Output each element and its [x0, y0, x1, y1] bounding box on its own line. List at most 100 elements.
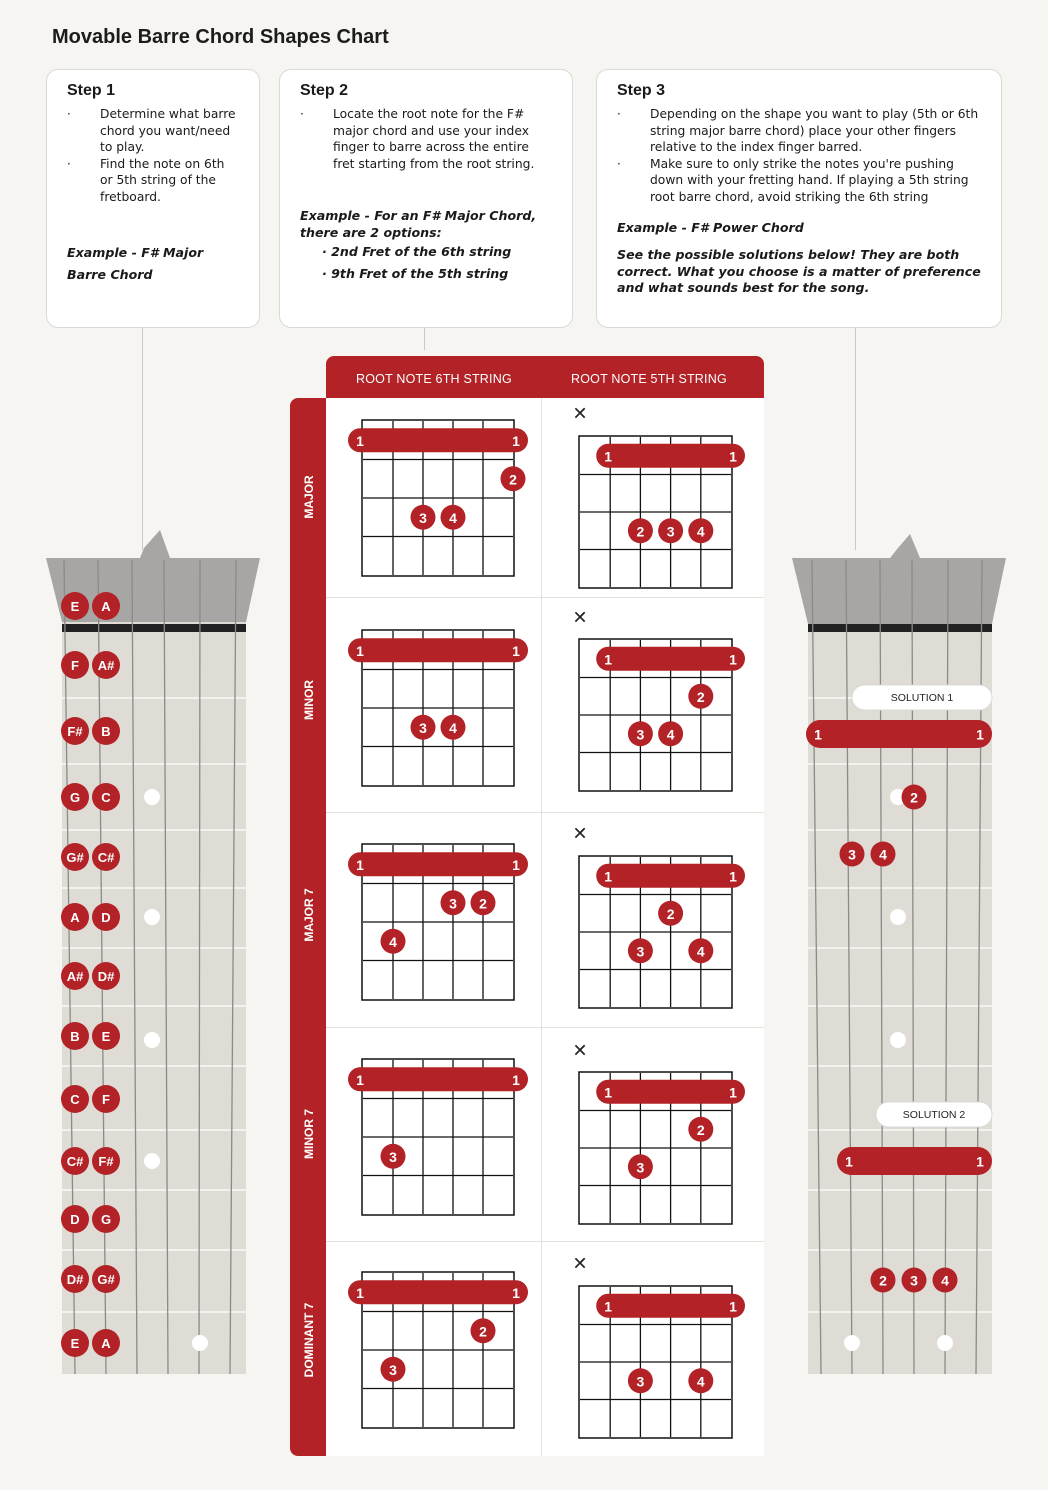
note-dot	[92, 717, 120, 745]
barre-bar	[348, 638, 528, 663]
fret-marker	[844, 1335, 860, 1351]
finger-dot	[658, 518, 684, 544]
finger-number: 4	[449, 720, 457, 736]
note-name: C#	[98, 850, 115, 865]
note-name: D#	[98, 969, 115, 984]
step-2-example-line: there are 2 options:	[300, 224, 442, 240]
guitar-string	[198, 559, 201, 1375]
note-name: G	[101, 1212, 111, 1227]
chord-grid-5th	[578, 1285, 733, 1439]
note-name: D	[101, 910, 110, 925]
step-1-card: Step 1 Determine what barre chord you wa…	[46, 69, 260, 328]
chord-grid-6th	[361, 419, 515, 577]
chord-grid-5th	[578, 435, 733, 589]
finger-number: 4	[449, 510, 457, 526]
barre-bar	[806, 720, 992, 748]
column-divider	[541, 398, 542, 1456]
barre-number: 1	[814, 727, 822, 743]
step-3-heading: Step 3	[617, 82, 666, 99]
guitar-string	[131, 559, 138, 1375]
note-dot	[61, 843, 89, 871]
finger-number: 2	[910, 790, 918, 806]
barre-number: 1	[729, 651, 737, 667]
finger-number: 4	[667, 726, 675, 742]
finger-number: 2	[509, 471, 517, 487]
note-name: A	[101, 1336, 111, 1351]
chord-chart-panel	[326, 398, 764, 1456]
nut-right	[808, 624, 992, 632]
headstock-right	[792, 534, 1006, 624]
barre-bar	[348, 428, 528, 453]
step-2-bullets: Locate the root note for the F# major ch…	[300, 106, 552, 172]
finger-number: 3	[637, 943, 645, 959]
step-1-bullet: Determine what barre chord you want/need…	[67, 106, 239, 156]
fret-marker	[144, 789, 160, 805]
finger-dot	[627, 938, 653, 964]
barre-bar	[596, 443, 745, 468]
step-2-heading: Step 2	[300, 82, 349, 99]
muted-string-icon: ✕	[572, 824, 587, 845]
chord-grid-6th	[361, 843, 515, 1001]
finger-number: 3	[389, 1362, 397, 1378]
guitar-string	[229, 559, 237, 1375]
fretboard-left	[62, 622, 246, 1374]
finger-dot	[839, 841, 865, 867]
note-dot	[92, 962, 120, 990]
chord-grid-5th	[578, 1071, 733, 1225]
barre-bar	[596, 646, 745, 671]
note-dot	[61, 1205, 89, 1233]
barre-bar	[348, 1067, 528, 1092]
step-1-example: Example - F# Major Barre Chord	[67, 242, 239, 286]
barre-number: 1	[729, 448, 737, 464]
finger-dot	[380, 1143, 406, 1169]
note-dot	[92, 1147, 120, 1175]
solution-2-pill	[875, 1101, 993, 1128]
finger-number: 3	[419, 510, 427, 526]
chord-type-bar	[290, 398, 326, 1456]
note-dot	[92, 651, 120, 679]
note-name: A#	[67, 969, 84, 984]
solution-1-label: SOLUTION 1	[891, 692, 954, 704]
barre-number: 1	[512, 1072, 520, 1088]
note-dot	[61, 651, 89, 679]
solution-1-pill	[851, 684, 993, 711]
barre-number: 1	[729, 1084, 737, 1100]
step-3-note: See the possible solutions below! They a…	[617, 247, 981, 297]
finger-number: 4	[697, 943, 705, 959]
note-dot	[92, 1085, 120, 1113]
finger-number: 3	[637, 726, 645, 742]
chord-grid-5th	[578, 638, 733, 792]
note-dot	[61, 1147, 89, 1175]
row-divider	[326, 1241, 764, 1242]
note-name: E	[102, 1029, 111, 1044]
finger-dot	[688, 938, 714, 964]
note-name: D#	[67, 1272, 84, 1287]
note-name: G#	[97, 1272, 115, 1287]
muted-string-icon: ✕	[572, 1041, 587, 1062]
step-3-bullet: Depending on the shape you want to play …	[617, 106, 981, 156]
finger-dot	[627, 1368, 653, 1394]
note-dot	[92, 592, 120, 620]
barre-bar	[348, 1280, 528, 1305]
connector-line	[855, 328, 856, 550]
note-dot	[92, 903, 120, 931]
barre-number: 1	[604, 1298, 612, 1314]
finger-number: 3	[910, 1273, 918, 1289]
chord-grid-5th	[578, 855, 733, 1009]
step-1-example-line: Example - F# Major	[67, 244, 204, 260]
finger-number: 4	[697, 1373, 705, 1389]
note-name: C#	[67, 1154, 84, 1169]
note-name: C	[101, 790, 111, 805]
finger-number: 2	[879, 1273, 887, 1289]
connector-line	[424, 328, 425, 350]
finger-number: 2	[479, 1323, 487, 1339]
finger-number: 4	[389, 934, 397, 950]
finger-number: 3	[637, 1159, 645, 1175]
finger-dot	[627, 518, 653, 544]
barre-number: 1	[729, 868, 737, 884]
finger-number: 3	[419, 720, 427, 736]
note-name: C	[70, 1092, 80, 1107]
step-2-example: Example - For an F# Major Chord, there a…	[300, 208, 552, 241]
finger-dot	[870, 841, 896, 867]
